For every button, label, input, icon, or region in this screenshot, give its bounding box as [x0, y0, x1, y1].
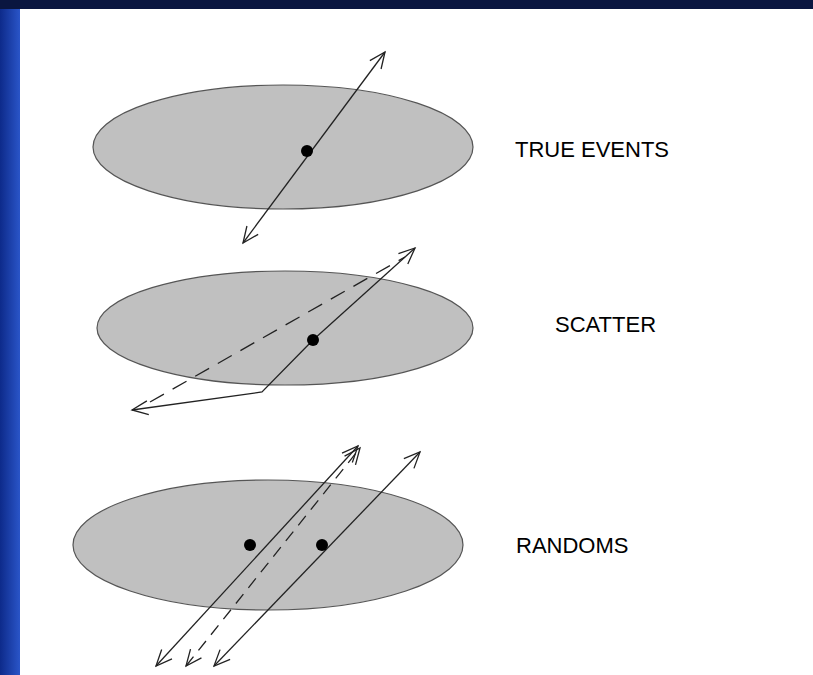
scattered-photon-path: [132, 340, 313, 410]
apparent-line: [150, 257, 405, 402]
line-of-response: [243, 52, 385, 243]
event-type-label: RANDOMS: [516, 534, 628, 558]
body-ellipse: [73, 480, 463, 610]
top-band: [0, 0, 813, 9]
annihilation-dot: [244, 539, 256, 551]
event-type-label: TRUE EVENTS: [515, 138, 669, 162]
event-type-label: SCATTER: [555, 313, 656, 337]
annihilation-dot: [301, 145, 313, 157]
annihilation-dot: [307, 334, 319, 346]
side-band: [0, 0, 20, 675]
photon-path: [214, 452, 420, 666]
photon-path: [313, 248, 415, 340]
body-ellipse: [93, 85, 473, 209]
corner: [0, 0, 20, 9]
apparent-line: [186, 448, 360, 666]
photon-path: [156, 446, 358, 666]
annihilation-dot: [316, 539, 328, 551]
